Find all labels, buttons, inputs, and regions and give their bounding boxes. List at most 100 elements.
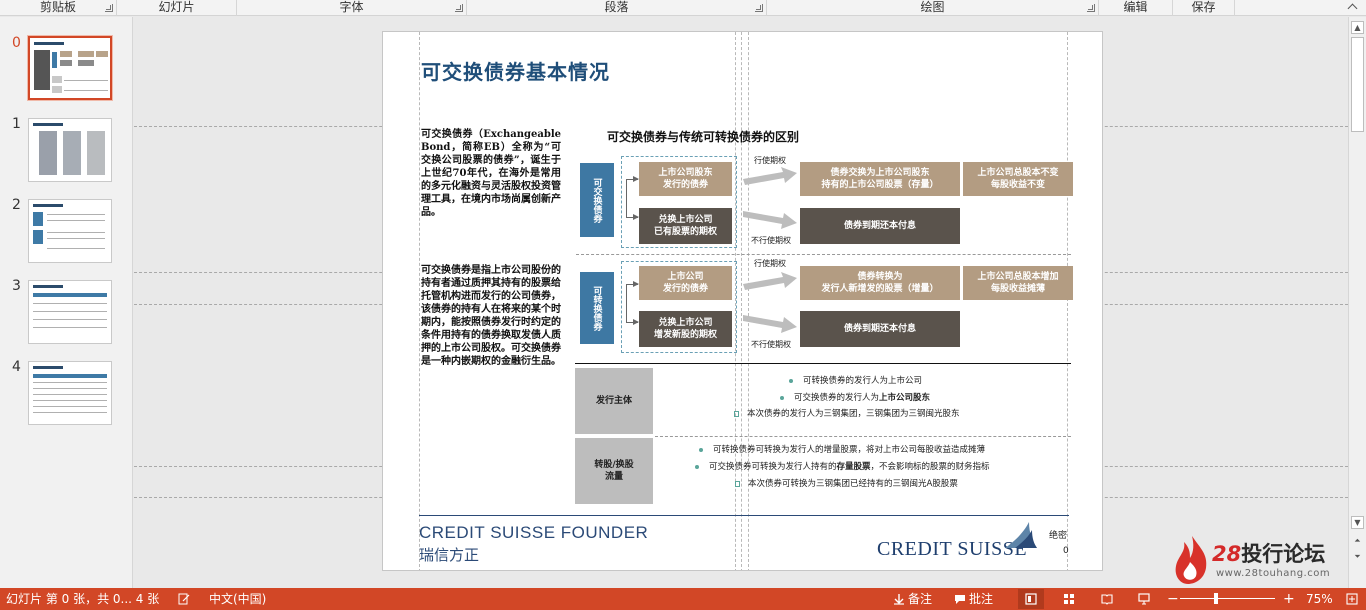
eb-effect[interactable]: 上市公司总股本不变 每股收益不变 [963, 162, 1073, 196]
dialog-launcher-icon[interactable] [755, 4, 763, 12]
ribbon-group-editing[interactable]: 编辑 [1099, 0, 1173, 16]
reading-view-icon[interactable] [1101, 593, 1113, 605]
slide-editing-area[interactable]: 可交换债券基本情况 可交换债券（Exchangeable Bond，简称EB）全… [134, 17, 1348, 588]
slide-thumbnail-pane[interactable]: 0 1 2 [0, 17, 133, 588]
slide-title[interactable]: 可交换债券基本情况 [421, 60, 610, 84]
ribbon-group-save[interactable]: 保存 [1173, 0, 1235, 16]
thumb-block [33, 293, 107, 297]
ribbon-group-slides[interactable]: 幻灯片 [117, 0, 237, 16]
ribbon-group-paragraph[interactable]: 段落 [467, 0, 767, 16]
connector-arrow [626, 176, 639, 182]
ribbon-group-drawing[interactable]: 绘图 [767, 0, 1099, 16]
arrow-right-icon [743, 272, 797, 290]
thumb-line [33, 412, 107, 413]
thumb-line [33, 406, 107, 407]
issuer-bullet[interactable]: 本次债券的发行人为三钢集团，三钢集团为三钢闽光股东 [734, 407, 960, 419]
flame-logo-icon [1175, 536, 1207, 584]
thumb-block [60, 51, 72, 57]
vertical-scrollbar[interactable]: ▲ ▼ ⏶ ⏷ [1348, 17, 1366, 588]
comments-icon[interactable] [954, 593, 966, 605]
zoom-level[interactable]: 75% [1306, 592, 1333, 606]
ribbon-group-clipboard[interactable]: 剪贴板 [0, 0, 117, 16]
slide-thumbnail-0[interactable] [28, 36, 112, 100]
eb-result-a[interactable]: 债券交换为上市公司股东 持有的上市公司股票（存量） [800, 162, 960, 196]
collapse-ribbon-icon[interactable] [1346, 2, 1360, 14]
normal-view-icon[interactable] [1025, 593, 1037, 605]
spellcheck-icon[interactable] [178, 593, 190, 605]
thumb-title [34, 42, 64, 45]
slide-thumbnail-4[interactable] [28, 361, 112, 425]
diagram-heading[interactable]: 可交换债券与传统可转换债券的区别 [607, 130, 800, 144]
cb-box-a[interactable]: 上市公司 发行的债券 [639, 266, 732, 300]
arrow-right-icon [743, 315, 797, 333]
credit-suisse-founder-logo: CREDIT SUISSE FOUNDER [419, 523, 649, 542]
zoom-slider-thumb[interactable] [1214, 593, 1218, 604]
confidential-label: 绝密 [1049, 531, 1068, 541]
slide-thumbnail-2[interactable] [28, 199, 112, 263]
ribbon-group-font[interactable]: 字体 [237, 0, 467, 16]
slide-thumbnail-3[interactable] [28, 280, 112, 344]
comments-button[interactable]: 批注 [969, 592, 994, 606]
conversion-bullet[interactable]: 可交换债券可转换为发行人持有的存量股票，不会影响标的股票的财务指标 [695, 460, 990, 472]
eb-box-a[interactable]: 上市公司股东 发行的债券 [639, 162, 732, 196]
zoom-in-button[interactable]: + [1283, 591, 1295, 607]
thumb-line [47, 232, 105, 233]
dialog-launcher-icon[interactable] [105, 4, 113, 12]
cb-effect[interactable]: 上市公司总股本增加 每股收益摊薄 [963, 266, 1073, 300]
cb-label[interactable]: 可转换债券 [580, 272, 614, 344]
zoom-slider[interactable] [1180, 598, 1275, 599]
notes-icon[interactable] [893, 593, 905, 605]
slide-canvas[interactable]: 可交换债券基本情况 可交换债券（Exchangeable Bond，简称EB）全… [382, 31, 1103, 571]
next-slide-icon[interactable]: ⏷ [1354, 551, 1361, 561]
conversion-bullet[interactable]: 可转换债券可转换为发行人的增量股票，将对上市公司每股收益造成摊薄 [699, 443, 985, 455]
thumb-block [52, 76, 62, 83]
scroll-thumb[interactable] [1351, 37, 1364, 132]
connector-arrow [626, 214, 639, 220]
issuer-label[interactable]: 发行主体 [575, 368, 653, 434]
previous-slide-icon[interactable]: ⏶ [1354, 535, 1361, 545]
slide-thumbnail-1[interactable] [28, 118, 112, 182]
thumb-block [52, 86, 62, 93]
conversion-label[interactable]: 转股/换股 流量 [575, 438, 653, 504]
brand-chinese-name: 瑞信方正 [419, 546, 480, 564]
issuer-bullet[interactable]: 可交换债券的发行人为上市公司股东 [780, 391, 930, 403]
section-divider [575, 363, 1071, 364]
thumb-line [47, 214, 105, 215]
exercise-label: 行使期权 [754, 156, 786, 165]
cb-result-b[interactable]: 债券到期还本付息 [800, 311, 960, 347]
page-number: 0 [1063, 546, 1069, 556]
thumb-line [47, 220, 105, 221]
thumb-block [33, 212, 43, 226]
intro-paragraph[interactable]: 可交换债券（Exchangeable Bond，简称EB）全称为“可交换公司股票… [421, 129, 561, 218]
cb-result-a[interactable]: 债券转换为 发行人新增发的股票（增量） [800, 266, 960, 300]
thumb-line [64, 90, 108, 91]
definition-paragraph[interactable]: 可交换债券是指上市公司股份的持有者通过质押其持有的股票给托管机构进而发行的公司债… [421, 265, 561, 367]
cb-box-b[interactable]: 兑换上市公司 增发新股的期权 [639, 311, 732, 347]
slideshow-icon[interactable] [1138, 593, 1150, 605]
thumb-title [33, 366, 63, 369]
dialog-launcher-icon[interactable] [1087, 4, 1095, 12]
thumb-block [34, 50, 50, 90]
eb-box-b[interactable]: 兑换上市公司 已有股票的期权 [639, 208, 732, 244]
eb-result-b[interactable]: 债券到期还本付息 [800, 208, 960, 244]
scroll-down-icon[interactable]: ▼ [1351, 516, 1364, 529]
watermark-title: 28投行论坛 [1212, 542, 1326, 566]
no-exercise-label: 不行使期权 [751, 340, 791, 349]
ribbon-group-label: 幻灯片 [158, 0, 195, 14]
connector [626, 284, 627, 322]
zoom-out-button[interactable]: − [1167, 591, 1179, 607]
notes-button[interactable]: 备注 [908, 592, 933, 606]
fit-to-window-icon[interactable] [1346, 593, 1358, 605]
thumb-line [33, 400, 107, 401]
issuer-bullet[interactable]: 可转换债券的发行人为上市公司 [789, 374, 922, 386]
conversion-bullet[interactable]: 本次债券可转换为三钢集团已经持有的三钢闽光A股股票 [735, 477, 958, 489]
eb-label[interactable]: 可交换债券 [580, 163, 614, 237]
slide-sorter-icon[interactable] [1063, 593, 1075, 605]
scroll-up-icon[interactable]: ▲ [1351, 21, 1364, 34]
thumb-line [33, 394, 107, 395]
credit-suisse-logo: CREDIT SUISSE [877, 538, 1028, 560]
slide-count-indicator[interactable]: 幻灯片 第 0 张，共 0... 4 张 [6, 592, 160, 606]
ribbon-group-label: 绘图 [920, 0, 945, 14]
dialog-launcher-icon[interactable] [455, 4, 463, 12]
language-indicator[interactable]: 中文(中国) [209, 592, 267, 606]
